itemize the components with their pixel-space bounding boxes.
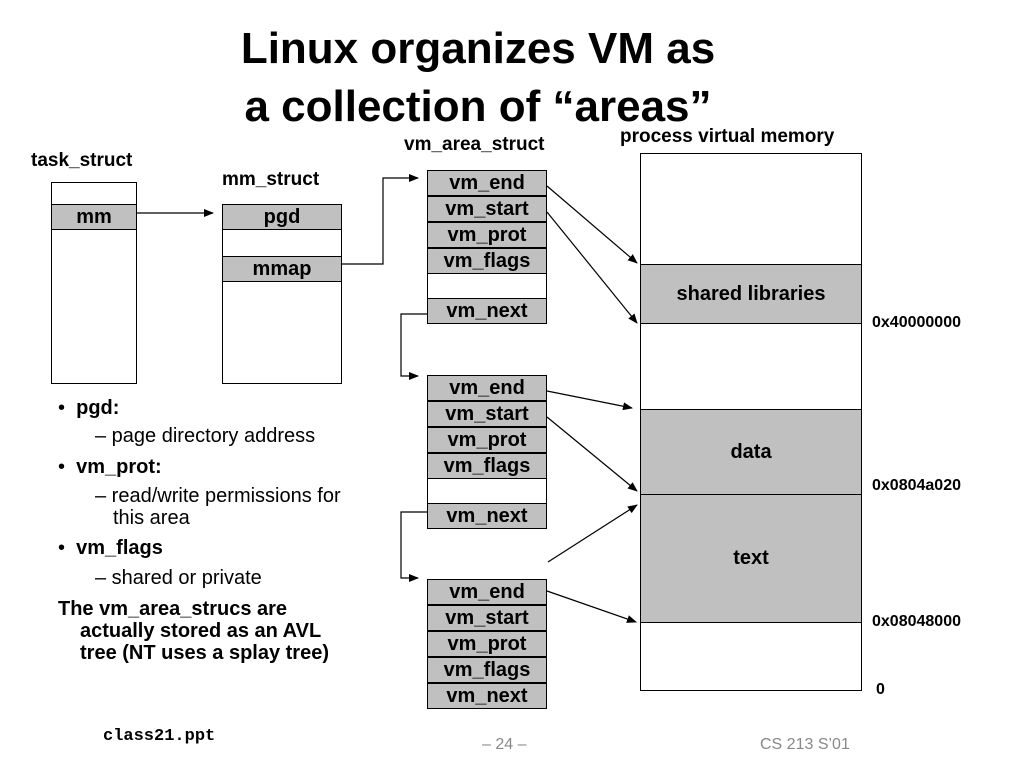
vm-area-1-vm-flags: vm_flags bbox=[427, 248, 547, 274]
footer-page-number: – 24 – bbox=[482, 736, 527, 753]
bullet-pgd-term: pgd: bbox=[76, 397, 120, 419]
vm-area-1-vm-end: vm_end bbox=[427, 170, 547, 196]
closing-line-1: The vm_area_strucs are bbox=[58, 598, 288, 620]
vm-area-struct-label: vm_area_struct bbox=[404, 134, 545, 155]
bullet-vm-prot-desc-1: – read/write permissions for bbox=[95, 485, 341, 507]
address-label-shared: 0x40000000 bbox=[872, 314, 961, 331]
shared-libraries-region: shared libraries bbox=[640, 264, 862, 324]
vm-area-2-vm-next: vm_next bbox=[427, 503, 547, 529]
vm-area-2-vm-start: vm_start bbox=[427, 401, 547, 427]
process-vm-label: process virtual memory bbox=[620, 126, 835, 147]
mm-struct-label: mm_struct bbox=[222, 169, 320, 190]
vm-area-2-vm-flags: vm_flags bbox=[427, 453, 547, 479]
address-label-text: 0x08048000 bbox=[872, 613, 961, 630]
vm-area-2-vm-end: vm_end bbox=[427, 375, 547, 401]
address-label-zero: 0 bbox=[876, 681, 885, 698]
address-label-data: 0x0804a020 bbox=[872, 477, 961, 494]
mm-struct-box bbox=[222, 204, 342, 384]
vm-area-3-vm-next: vm_next bbox=[427, 683, 547, 709]
vm-area-2-vm-prot: vm_prot bbox=[427, 427, 547, 453]
text-region: text bbox=[640, 494, 862, 623]
footer-course: CS 213 S’01 bbox=[760, 736, 850, 753]
closing-line-2: actually stored as an AVL bbox=[80, 620, 322, 642]
mm-struct-pgd-field: pgd bbox=[222, 204, 342, 230]
vm-area-3-vm-end: vm_end bbox=[427, 579, 547, 605]
bullet-vm-flags-desc: – shared or private bbox=[95, 567, 262, 589]
vm-area-1-vm-prot: vm_prot bbox=[427, 222, 547, 248]
task-struct-label: task_struct bbox=[31, 150, 133, 171]
slide-title-line1: Linux organizes VM as bbox=[240, 24, 716, 73]
vm-area-1-vm-next: vm_next bbox=[427, 298, 547, 324]
bullet-vm-prot: • vm_prot: bbox=[58, 456, 162, 478]
footer-filename: class21.ppt bbox=[103, 727, 216, 746]
vm-area-3-vm-start: vm_start bbox=[427, 605, 547, 631]
bullet-vm-flags: • vm_flags bbox=[58, 537, 163, 559]
mm-struct-mmap-field: mmap bbox=[222, 256, 342, 282]
task-struct-mm-field: mm bbox=[51, 204, 137, 230]
vm-area-3-vm-flags: vm_flags bbox=[427, 657, 547, 683]
bullet-vm-prot-desc-2: this area bbox=[113, 507, 190, 529]
bullet-vm-prot-term: vm_prot: bbox=[76, 456, 162, 478]
data-region: data bbox=[640, 409, 862, 495]
bullet-pgd: • pgd: bbox=[58, 397, 120, 419]
bullet-vm-flags-term: vm_flags bbox=[76, 537, 163, 559]
slide-title-line2: a collection of “areas” bbox=[244, 82, 712, 131]
vm-area-3-vm-prot: vm_prot bbox=[427, 631, 547, 657]
closing-line-3: tree (NT uses a splay tree) bbox=[80, 642, 329, 664]
bullet-pgd-desc: – page directory address bbox=[95, 425, 316, 447]
vm-area-1-vm-start: vm_start bbox=[427, 196, 547, 222]
